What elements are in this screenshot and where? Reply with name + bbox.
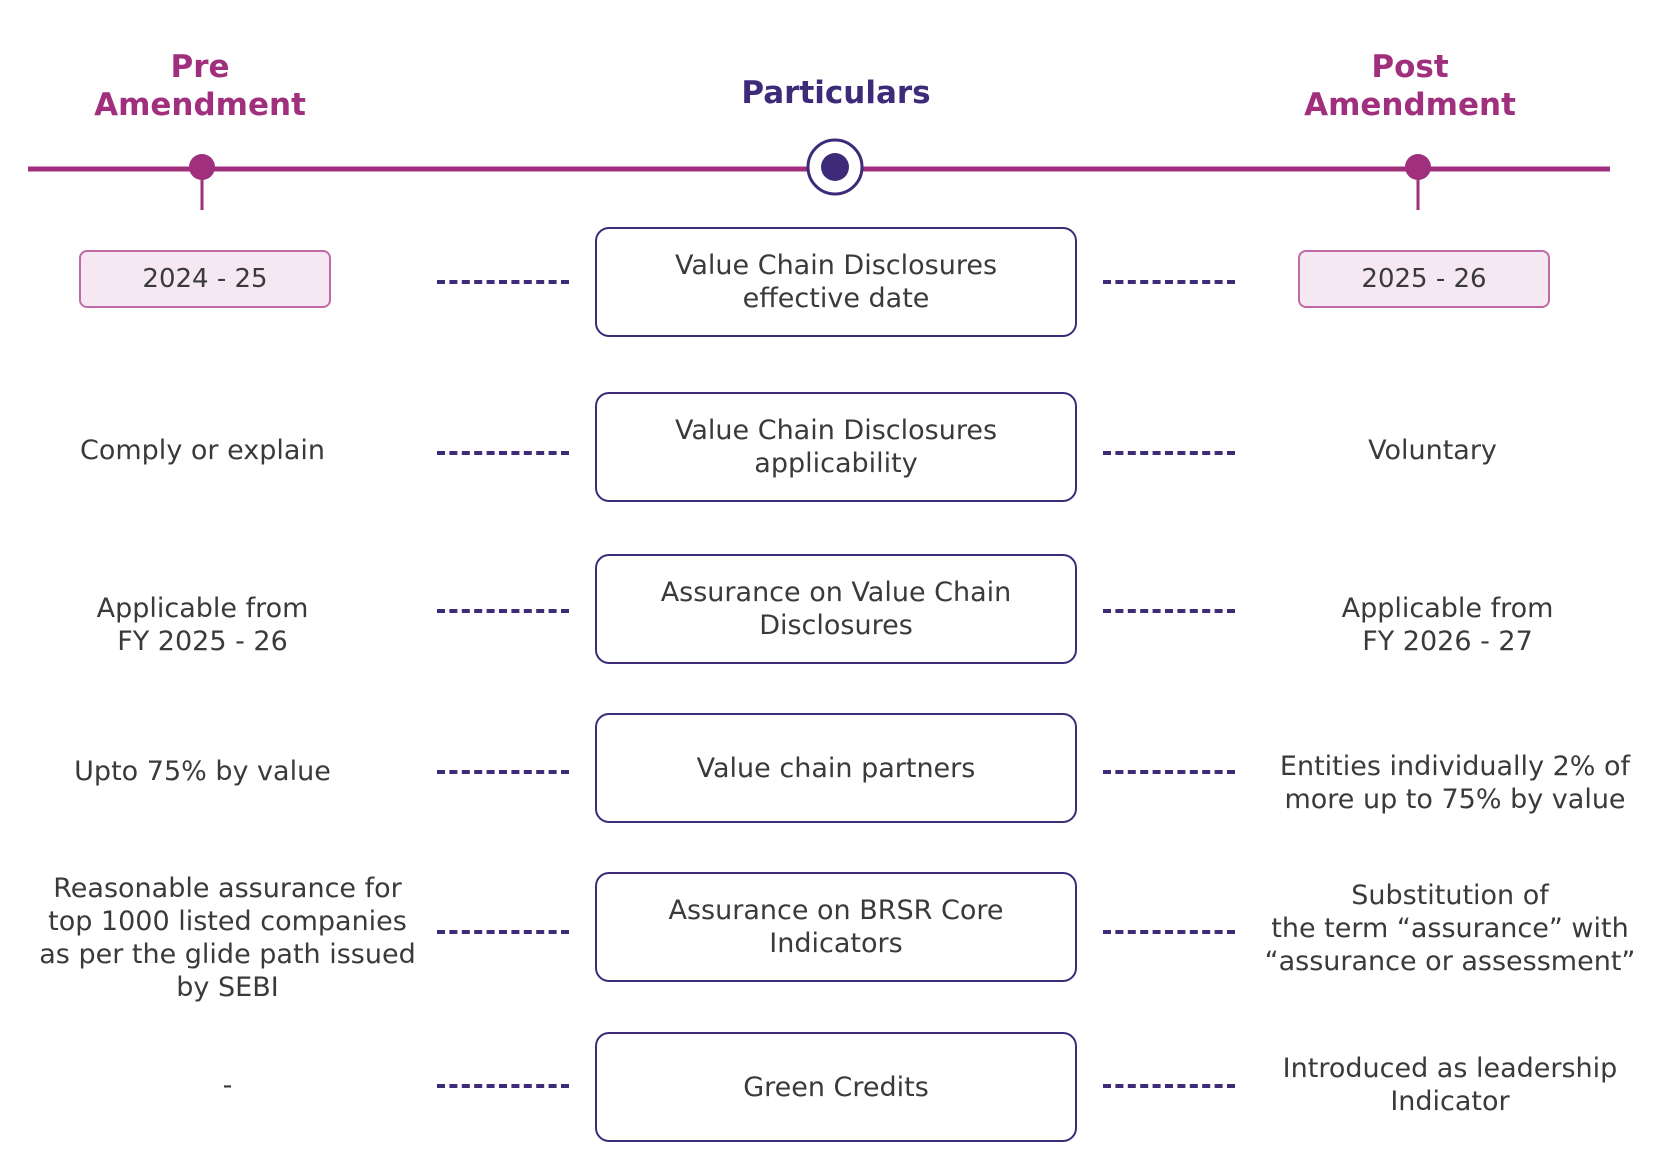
- pre-amendment-value: Comply or explain: [80, 434, 325, 466]
- particulars-timeline-dot: [821, 153, 849, 181]
- particular-box: Assurance on Value Chain Disclosures: [595, 554, 1077, 664]
- particulars-header: Particulars: [741, 75, 931, 111]
- left-connector: [437, 770, 569, 774]
- particular-box: Assurance on BRSR Core Indicators: [595, 872, 1077, 982]
- pre-timeline-dot: [189, 154, 215, 180]
- pre-amendment-header: Pre Amendment: [94, 49, 306, 123]
- particular-box: Value Chain Disclosures effective date: [595, 227, 1077, 337]
- left-connector: [437, 930, 569, 934]
- left-connector: [437, 1084, 569, 1088]
- pre-amendment-value: -: [222, 1069, 233, 1101]
- post-amendment-value: Substitution of the term “assurance” wit…: [1264, 879, 1636, 977]
- post-amendment-value: Voluntary: [1368, 434, 1497, 466]
- pre-amendment-value: Applicable from FY 2025 - 26: [96, 593, 309, 657]
- pre-year-box: 2024 - 25: [79, 250, 331, 308]
- pre-amendment-value: Reasonable assurance for top 1000 listed…: [39, 873, 416, 1003]
- particular-box: Value chain partners: [595, 713, 1077, 823]
- timeline: [28, 138, 1610, 210]
- right-connector: [1103, 451, 1235, 455]
- pre-amendment-value: Upto 75% by value: [74, 755, 331, 787]
- post-amendment-header: Post Amendment: [1304, 49, 1516, 123]
- post-amendment-value: Introduced as leadership Indicator: [1282, 1053, 1618, 1117]
- left-connector: [437, 451, 569, 455]
- left-connector: [437, 609, 569, 613]
- right-connector: [1103, 609, 1235, 613]
- post-amendment-value: Applicable from FY 2026 - 27: [1341, 593, 1554, 657]
- left-connector: [437, 280, 569, 284]
- right-connector: [1103, 1084, 1235, 1088]
- right-connector: [1103, 930, 1235, 934]
- post-amendment-value: Entities individually 2% of more up to 7…: [1279, 751, 1631, 815]
- right-connector: [1103, 770, 1235, 774]
- post-timeline-dot: [1405, 154, 1431, 180]
- particular-box: Value Chain Disclosures applicability: [595, 392, 1077, 502]
- particular-box: Green Credits: [595, 1032, 1077, 1142]
- post-year-box: 2025 - 26: [1298, 250, 1550, 308]
- right-connector: [1103, 280, 1235, 284]
